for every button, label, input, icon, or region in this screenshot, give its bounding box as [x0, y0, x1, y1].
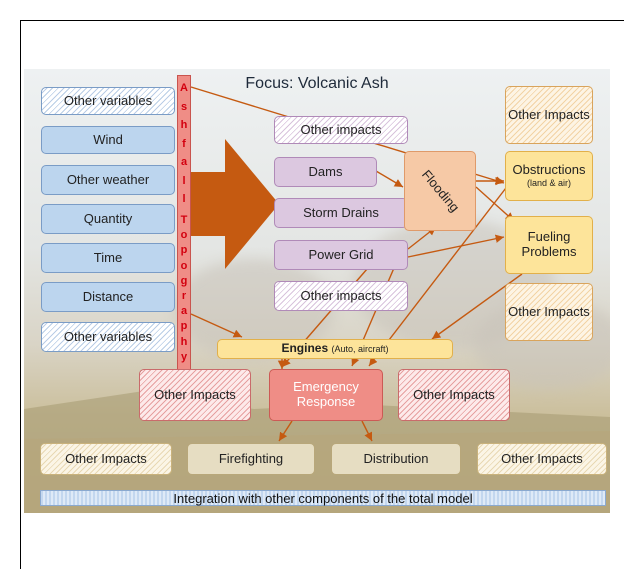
flooding-label: Flooding: [418, 166, 463, 215]
topography-letter: o: [180, 259, 188, 272]
other-impacts-right-bottom-box: Other Impacts: [505, 283, 593, 341]
obstructions-label: Obstructions: [512, 162, 586, 178]
topography-letter: T: [180, 214, 188, 226]
distance-box: Distance: [41, 282, 175, 312]
flooding-box: Flooding: [404, 151, 476, 231]
dams-box: Dams: [274, 157, 377, 187]
firefighting-box: Firefighting: [187, 443, 315, 475]
wind-box: Wind: [41, 126, 175, 154]
ashfall-letter: f: [182, 137, 186, 150]
ashfall-letter: h: [180, 119, 188, 131]
other-weather-box: Other weather: [41, 165, 175, 195]
other-impacts-right-top-box: Other Impacts: [505, 86, 593, 144]
engines-box: Engines (Auto, aircraft): [217, 339, 453, 359]
frame-left-border: [20, 20, 21, 569]
topography-letter: h: [180, 335, 188, 348]
big-orange-arrow: [191, 139, 279, 269]
other-variables-bottom-box: Other variables: [41, 322, 175, 352]
power-grid-box: Power Grid: [274, 240, 408, 270]
topography-letter: y: [180, 350, 188, 363]
topography-letter: a: [180, 305, 188, 318]
obstructions-sublabel: (land & air): [526, 178, 571, 189]
other-variables-top-box: Other variables: [41, 87, 175, 115]
topography-letter: r: [181, 290, 187, 302]
storm-drains-box: Storm Drains: [274, 198, 408, 228]
other-impacts-middle-bottom-box: Other impacts: [274, 281, 408, 311]
topography-letter: p: [180, 244, 188, 257]
other-impacts-lower-left-box: Other Impacts: [139, 369, 251, 421]
other-impacts-bottom-left-box: Other Impacts: [40, 443, 172, 475]
engines-label: Engines: [281, 341, 329, 356]
ashfall-letter: l: [182, 174, 186, 187]
fueling-problems-box: Fueling Problems: [505, 216, 593, 274]
obstructions-box: Obstructions (land & air): [505, 151, 593, 201]
time-box: Time: [41, 243, 175, 273]
ashfall-letter: a: [180, 156, 188, 168]
topography-letter: g: [180, 274, 188, 287]
ashfall-letter: A: [180, 82, 188, 94]
emergency-response-box: Emergency Response: [269, 369, 383, 421]
ashfall-letter: s: [180, 100, 188, 113]
other-impacts-middle-top-box: Other impacts: [274, 116, 408, 144]
ashfall-letter: l: [182, 193, 186, 205]
other-impacts-lower-right-box: Other Impacts: [398, 369, 510, 421]
topography-letter: p: [180, 320, 188, 333]
topography-letter: o: [180, 229, 188, 242]
other-impacts-bottom-right-box: Other Impacts: [477, 443, 607, 475]
frame-top-border: [20, 20, 624, 21]
integration-bar: Integration with other components of the…: [40, 490, 606, 506]
distribution-box: Distribution: [331, 443, 461, 475]
engines-sublabel: (Auto, aircraft): [331, 343, 389, 354]
arrow-dams-to-flooding: [375, 170, 404, 188]
quantity-box: Quantity: [41, 204, 175, 234]
